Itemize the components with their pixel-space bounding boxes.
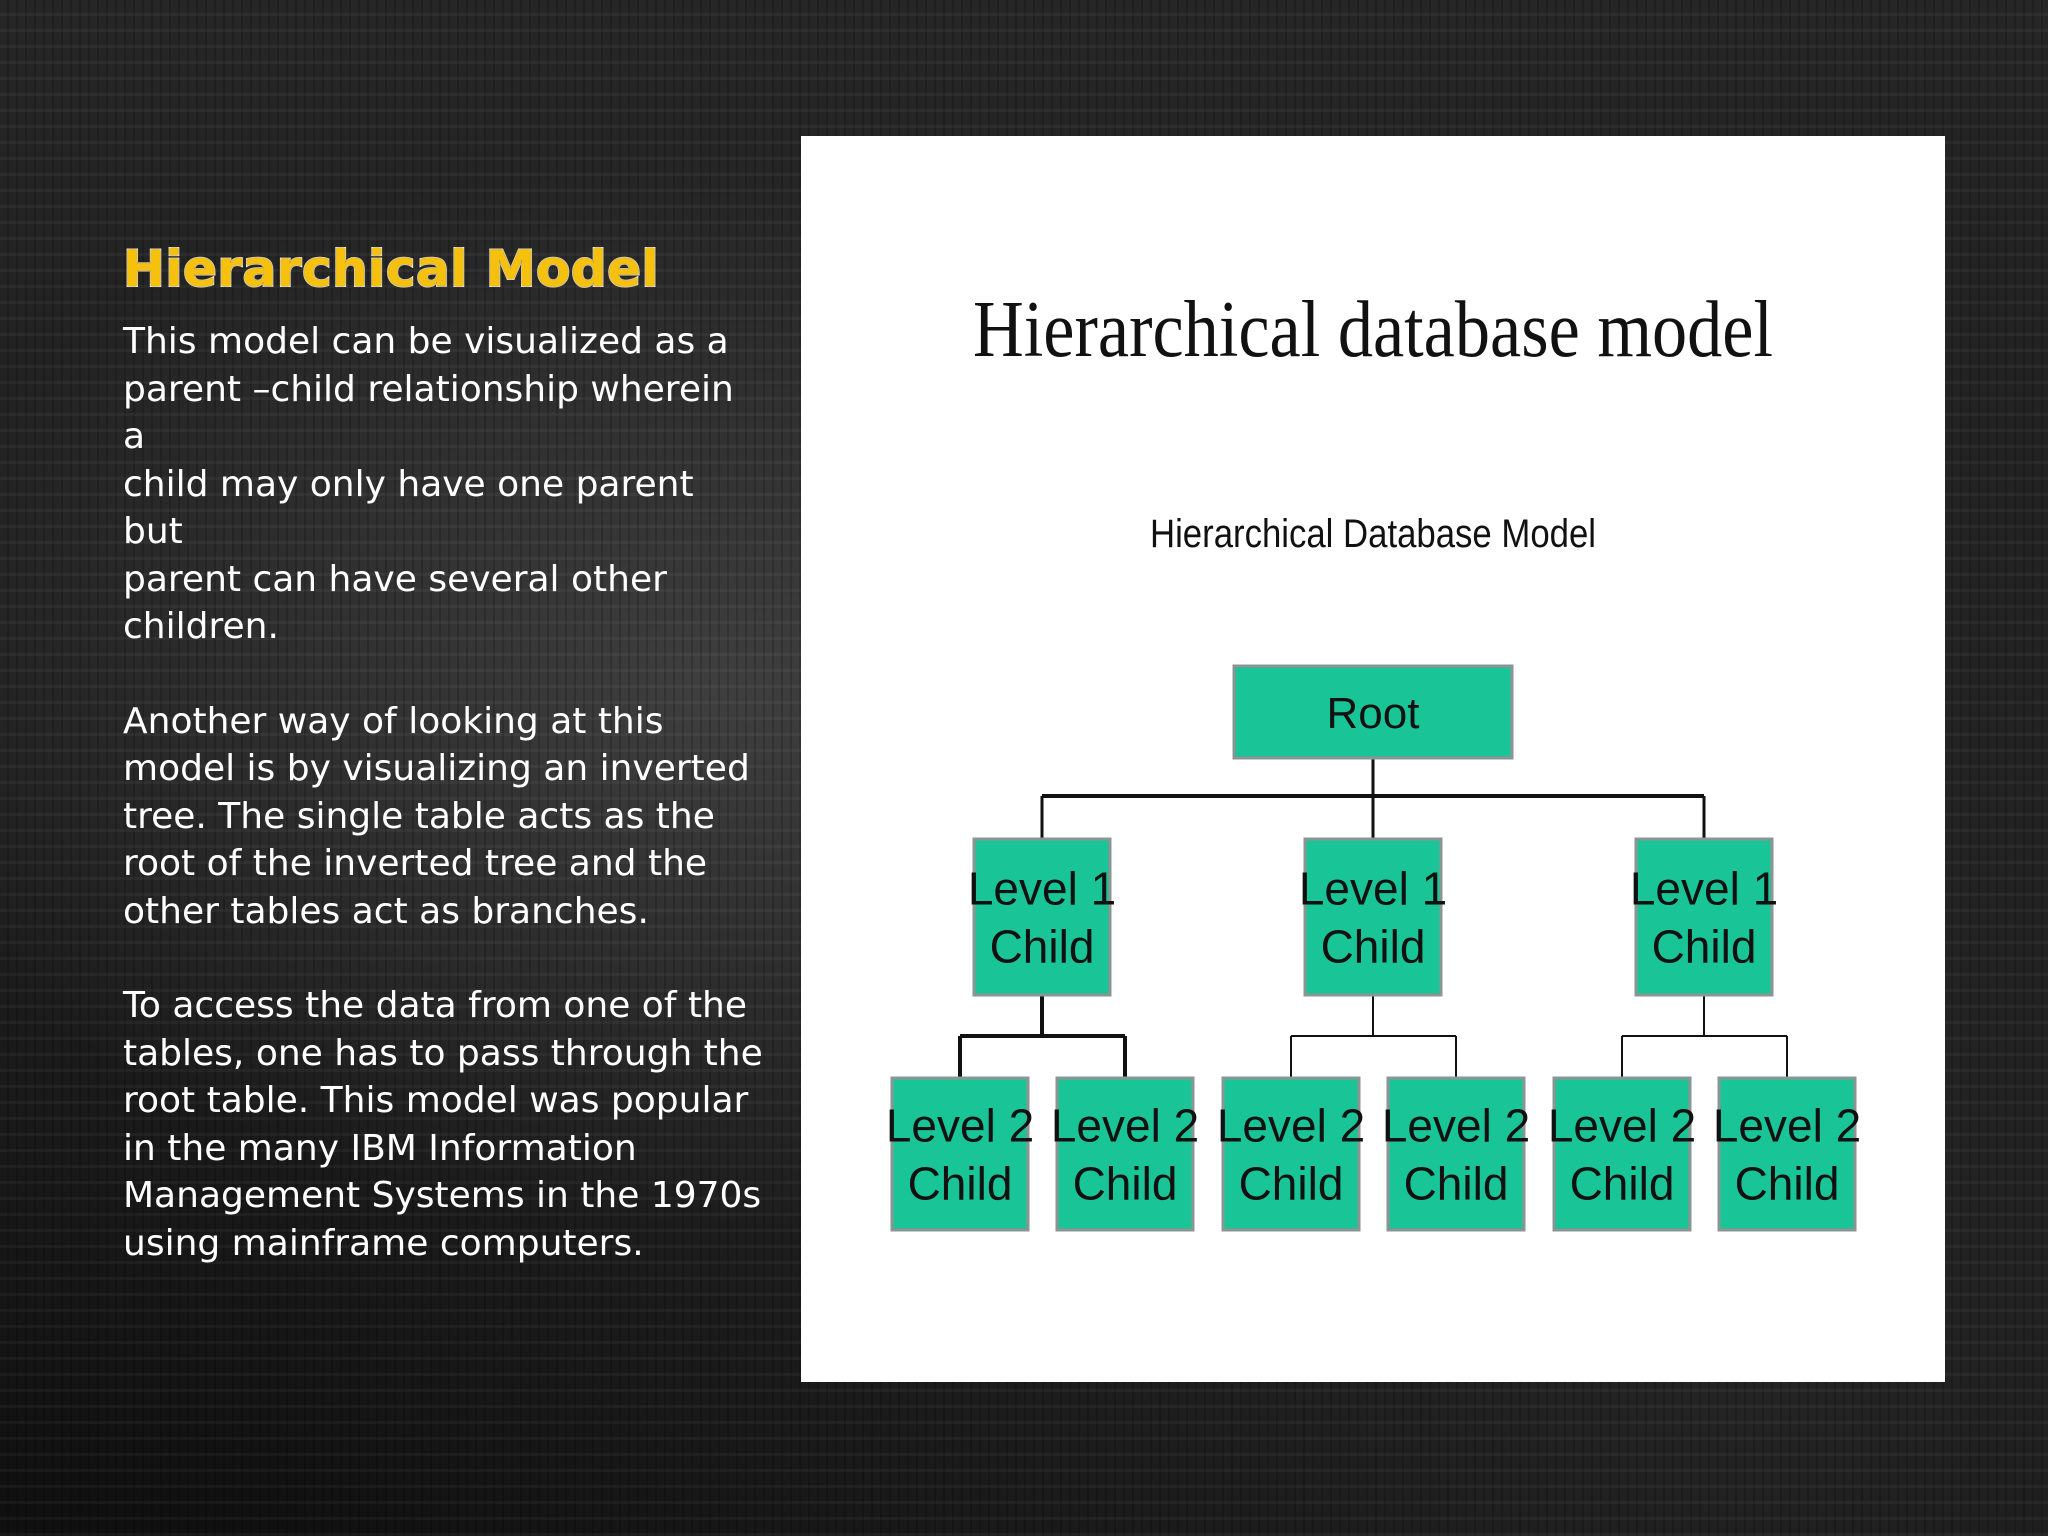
level1-child-node-3-label: Level 1 [1630, 863, 1778, 915]
level2-child-node-1-2-label: Level 2 [1051, 1100, 1199, 1152]
level2-child-node-3-2: Level 2 Child [1713, 1076, 1861, 1232]
level2-child-node-3-1-label: Child [1570, 1158, 1675, 1210]
level2-child-node-1-2-label: Child [1073, 1158, 1178, 1210]
hierarchy-diagram: Hierarchical database model Hierarchical… [886, 286, 1861, 1232]
diagram-heading: Hierarchical database model [973, 286, 1773, 374]
root-node-box [1232, 664, 1514, 760]
level1-child-node-1-label: Child [990, 921, 1095, 973]
root-node: Root [1232, 664, 1514, 760]
level1-child-node-2: Level 1 Child [1299, 837, 1447, 997]
level2-child-node-2-1: Level 2 Child [1217, 1076, 1365, 1232]
paragraph-3: To access the data from one of the table… [123, 985, 763, 1264]
level1-child-node-1-label: Level 1 [968, 863, 1116, 915]
level2-child-node-2-1-label: Level 2 [1217, 1100, 1365, 1152]
level1-child-node-3-box [1634, 837, 1774, 997]
level1-child-node-2-label: Child [1321, 921, 1426, 973]
level2-child-node-2-2-box [1386, 1076, 1526, 1232]
tree-connectors [958, 758, 1788, 1078]
paragraph-2: Another way of looking at this model is … [123, 700, 750, 932]
level1-child-node-2-box [1303, 837, 1443, 997]
level1-child-node-1: Level 1 Child [968, 837, 1116, 997]
level2-child-node-3-1-label: Level 2 [1548, 1100, 1696, 1152]
level2-child-node-3-2-label: Child [1735, 1158, 1840, 1210]
level2-child-node-3-1-box [1552, 1076, 1692, 1232]
level1-child-node-3-label: Child [1652, 921, 1757, 973]
level2-child-node-2-2-label: Level 2 [1382, 1100, 1530, 1152]
root-node-label: Root [1327, 689, 1420, 738]
level1-child-node-3: Level 1 Child [1630, 837, 1778, 997]
level2-child-node-1-2-box [1055, 1076, 1195, 1232]
level2-child-node-3-1: Level 2 Child [1548, 1076, 1696, 1232]
level2-child-node-3-2-box [1717, 1076, 1857, 1232]
level2-child-node-1-1-label: Level 2 [886, 1100, 1034, 1152]
level1-child-node-2-label: Level 1 [1299, 863, 1447, 915]
level2-child-node-1-1-label: Child [908, 1158, 1013, 1210]
level2-child-node-3-2-label: Level 2 [1713, 1100, 1861, 1152]
level1-child-node-1-box [972, 837, 1112, 997]
level2-child-node-2-1-label: Child [1239, 1158, 1344, 1210]
level2-child-node-2-2-label: Child [1404, 1158, 1509, 1210]
level2-child-node-1-2: Level 2 Child [1051, 1076, 1199, 1232]
slide-title: Hierarchical Model [122, 239, 660, 299]
diagram-subheading: Hierarchical Database Model [1150, 512, 1596, 556]
paragraph-1: This model can be visualized as a parent… [123, 321, 734, 647]
level2-child-node-2-1-box [1221, 1076, 1361, 1232]
level2-child-node-1-1-box [890, 1076, 1030, 1232]
diagram-panel: Hierarchical database model Hierarchical… [801, 136, 1945, 1382]
text-column: Hierarchical Model This model can be vis… [122, 238, 763, 1314]
level2-child-node-1-1: Level 2 Child [886, 1076, 1034, 1232]
level2-child-node-2-2: Level 2 Child [1382, 1076, 1530, 1232]
